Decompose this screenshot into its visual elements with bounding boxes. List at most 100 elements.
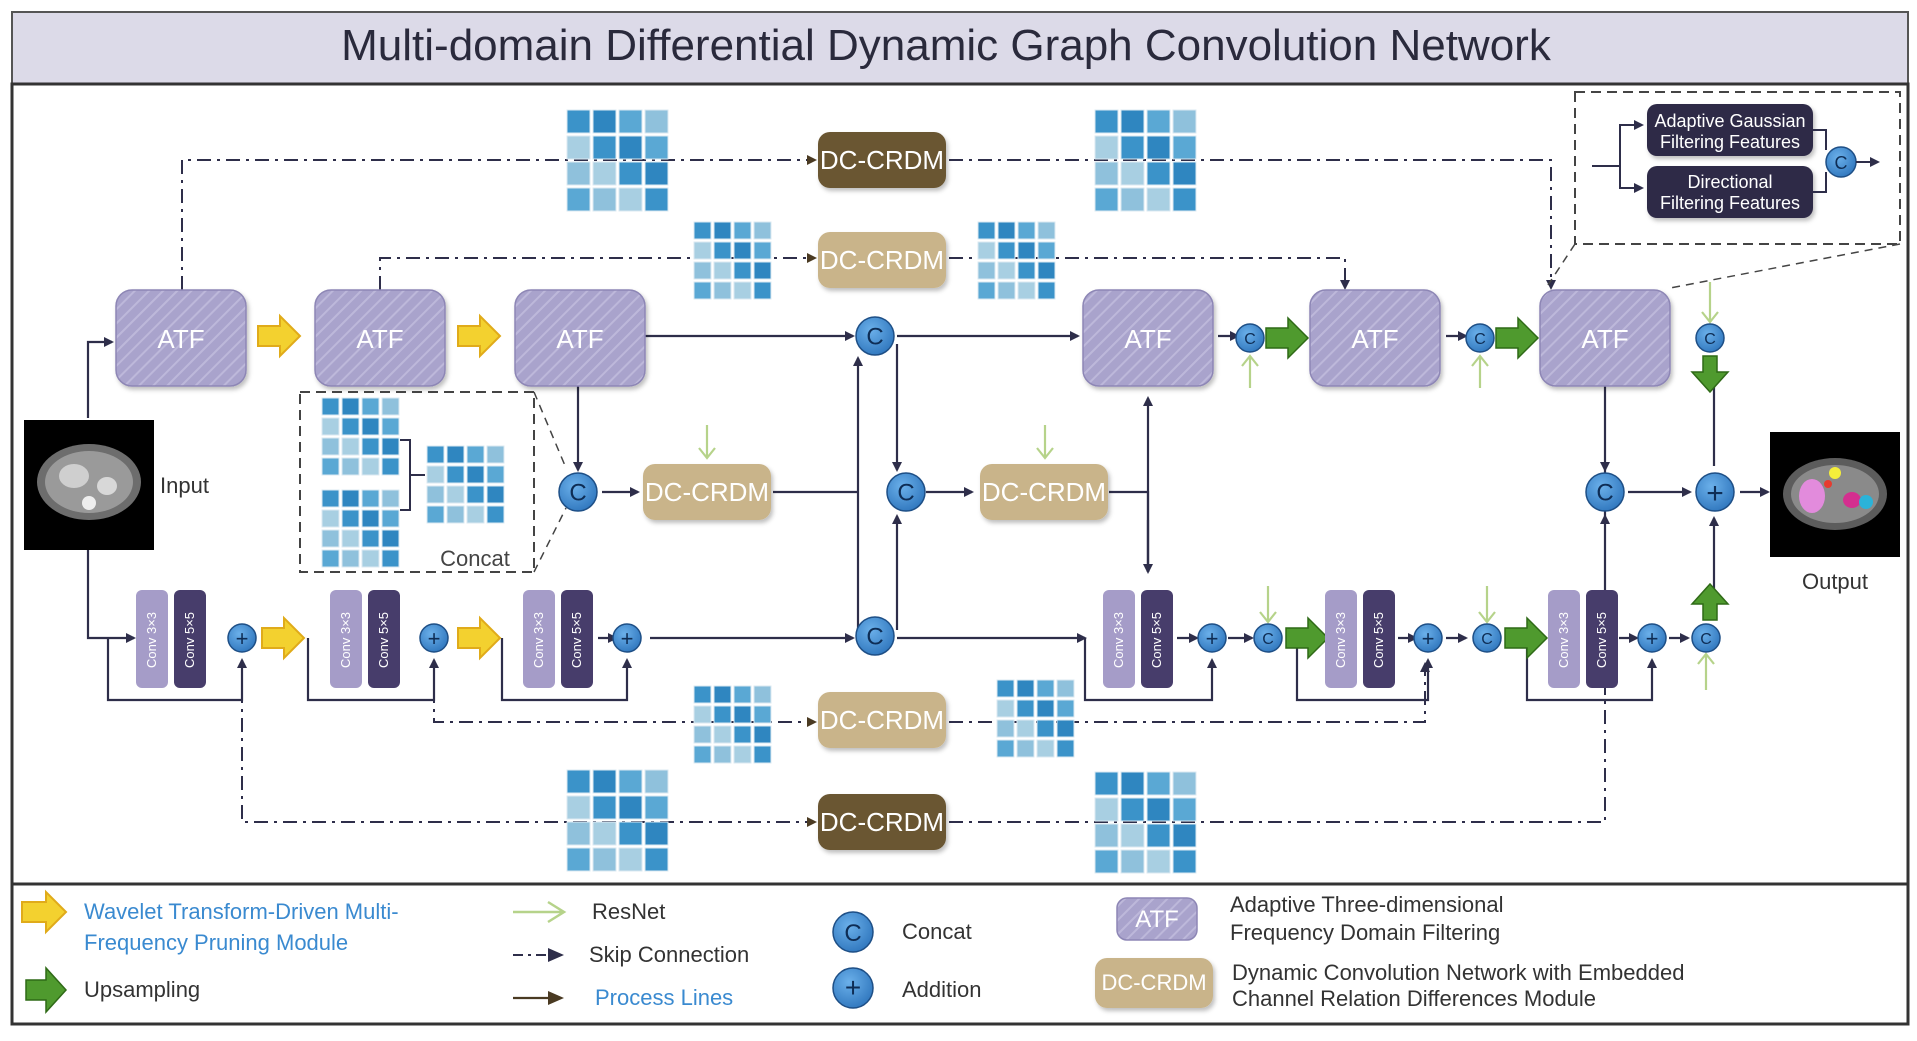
svg-text:+: + <box>621 626 634 651</box>
legend-concat-text: Concat <box>902 919 972 944</box>
svg-text:+: + <box>236 626 249 651</box>
wavelet-arrow-icon <box>21 889 68 935</box>
conv5-label: Conv 5×5 <box>1371 612 1386 668</box>
inset-gaussian-line2: Filtering Features <box>1660 132 1800 152</box>
upsampling-arrow-icon <box>1265 316 1310 360</box>
addition-node: + <box>1197 623 1227 653</box>
svg-text:C: C <box>1474 331 1486 348</box>
addition-node: + <box>227 623 257 653</box>
resnet-arrow-icon <box>1697 652 1715 690</box>
resnet-arrow-icon <box>1701 282 1719 324</box>
atf-label: ATF <box>157 324 204 354</box>
legend-atf-line2: Frequency Domain Filtering <box>1230 920 1500 945</box>
atf-label: ATF <box>1351 324 1398 354</box>
conv5-label: Conv 5×5 <box>182 612 197 668</box>
feature-grid <box>566 109 669 212</box>
legend-wavelet-line2: Frequency Pruning Module <box>84 930 348 955</box>
upsampling-arrow-icon <box>1690 582 1730 621</box>
svg-text:C: C <box>1262 631 1274 648</box>
feature-grid <box>1094 771 1197 874</box>
addition-node: + <box>419 623 449 653</box>
legend-dccrdm-line2: Channel Relation Differences Module <box>1232 986 1596 1011</box>
legend-addition-text: Addition <box>902 977 982 1002</box>
concat-inset-label: Concat <box>440 546 510 571</box>
feature-grid <box>693 221 772 300</box>
concat-node: C <box>558 472 598 512</box>
legend-frame <box>10 882 1910 1026</box>
page-title: Multi-domain Differential Dynamic Graph … <box>341 21 1552 70</box>
concat-node: C <box>855 316 895 356</box>
upsampling-arrow-icon <box>1495 316 1540 360</box>
legend: Wavelet Transform-Driven Multi- Frequenc… <box>21 889 1684 1014</box>
wavelet-arrow-icon <box>457 615 502 661</box>
svg-text:C: C <box>866 324 883 351</box>
dccrdm-label: DC-CRDM <box>645 477 769 507</box>
addition-node: + <box>1695 472 1735 512</box>
legend-resnet-text: ResNet <box>592 899 665 924</box>
svg-text:+: + <box>1422 626 1435 651</box>
dccrdm-block: DC-CRDM <box>643 464 771 520</box>
legend-dccrdm: DC-CRDM Dynamic Convolution Network with… <box>1095 958 1684 1011</box>
wavelet-arrow-icon <box>257 313 302 359</box>
wavelet-arrow-icon <box>457 313 502 359</box>
legend-resnet: ResNet <box>513 899 665 924</box>
legend-concat-symbol: C <box>844 920 861 947</box>
resnet-arrow-icon <box>1478 586 1496 624</box>
addition-node: + <box>1637 623 1667 653</box>
feature-grid <box>1094 109 1197 212</box>
svg-text:C: C <box>569 480 586 507</box>
concat-node: C <box>855 616 895 656</box>
inset-concat-symbol: C <box>1835 153 1848 173</box>
skip-connection-arrow-icon <box>548 948 564 962</box>
inset-directional-line2: Filtering Features <box>1660 193 1800 213</box>
dccrdm-block: DC-CRDM <box>980 464 1108 520</box>
feature-grid <box>321 397 400 476</box>
resnet-arrow-icon <box>1259 586 1277 624</box>
dccrdm-block: DC-CRDM <box>818 692 946 748</box>
legend-concat: C Concat <box>832 911 972 953</box>
atf-block: ATF <box>514 289 646 387</box>
legend-process: Process Lines <box>513 985 733 1010</box>
conv5-label: Conv 5×5 <box>569 612 584 668</box>
legend-atf: ATF Adaptive Three-dimensional Frequency… <box>1116 892 1504 945</box>
legend-process-text: Process Lines <box>595 985 733 1010</box>
legend-dccrdm-line1: Dynamic Convolution Network with Embedde… <box>1232 960 1684 985</box>
atf-block: ATF <box>314 289 446 387</box>
legend-addition: + Addition <box>832 967 982 1009</box>
resnet-arrow-icon <box>1036 425 1054 460</box>
connections <box>86 331 1770 702</box>
filter-inset: Adaptive Gaussian Filtering Features Dir… <box>1547 91 1901 289</box>
svg-text:C: C <box>866 624 883 651</box>
atf-label: ATF <box>356 324 403 354</box>
feature-grid <box>996 679 1075 758</box>
svg-text:C: C <box>1700 631 1712 648</box>
conv5-label: Conv 5×5 <box>1594 612 1609 668</box>
feature-grids <box>321 109 1197 874</box>
concat-inset: Concat <box>299 391 567 573</box>
concat-node: C <box>1235 323 1265 353</box>
legend-atf-line1: Adaptive Three-dimensional <box>1230 892 1504 917</box>
svg-text:+: + <box>1206 626 1219 651</box>
svg-text:+: + <box>428 626 441 651</box>
svg-text:+: + <box>1706 477 1724 510</box>
svg-text:C: C <box>1596 480 1613 507</box>
svg-text:C: C <box>897 480 914 507</box>
wavelet-arrows <box>257 313 502 661</box>
inset-directional-line1: Directional <box>1687 172 1772 192</box>
wavelet-arrow-icon <box>261 615 306 661</box>
concat-node: C <box>1691 623 1721 653</box>
upsampling-arrow-icon <box>25 966 68 1014</box>
dccrdm-label: DC-CRDM <box>820 245 944 275</box>
legend-upsampling-text: Upsampling <box>84 977 200 1002</box>
atf-block: ATF <box>1309 289 1441 387</box>
title-banner <box>11 11 1909 85</box>
legend-skip-text: Skip Connection <box>589 942 749 967</box>
feature-grid <box>693 685 772 764</box>
output-label: Output <box>1802 569 1868 594</box>
